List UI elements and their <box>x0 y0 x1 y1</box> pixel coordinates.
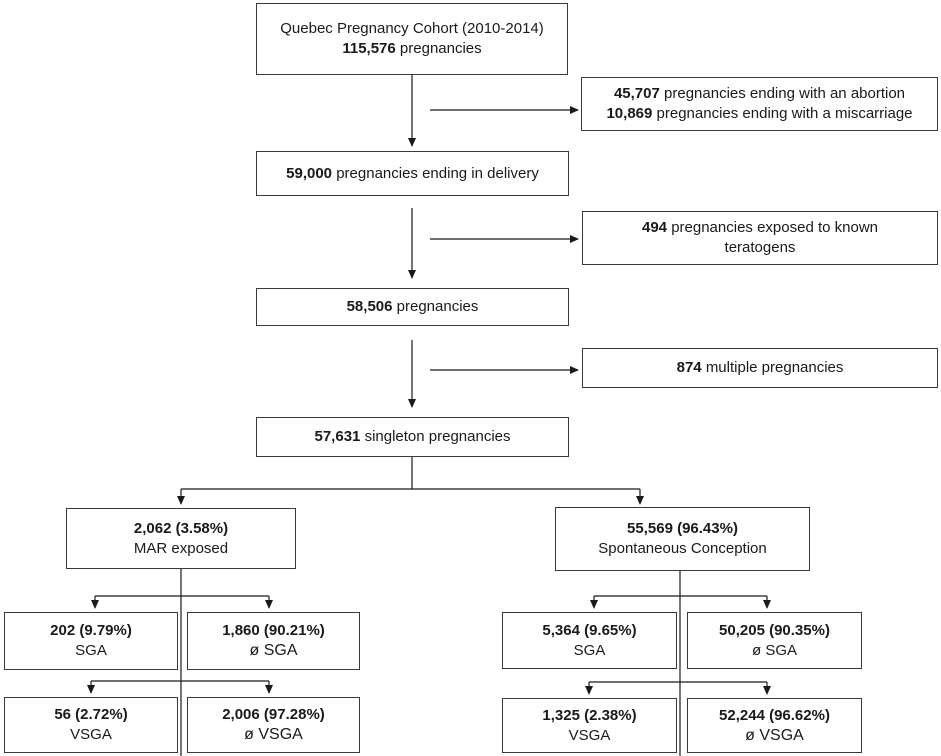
cohort-title: Quebec Pregnancy Cohort (2010-2014) <box>280 20 544 37</box>
mar-exposed-box: 2,062 (3.58%) MAR exposed <box>66 508 296 569</box>
mar-count: 2,062 (3.58%) <box>133 519 229 537</box>
spont-label: Spontaneous Conception <box>598 540 767 557</box>
sp-nosga-count: 50,205 (90.35%) <box>719 621 830 639</box>
mar-sga-count: 202 (9.79%) <box>50 622 132 639</box>
spont-no-sga-box: 50,205 (90.35%) ø SGA <box>687 612 862 669</box>
cohort-box: Quebec Pregnancy Cohort (2010-2014) 115,… <box>256 3 568 75</box>
miscarriage-text: pregnancies ending with a miscarriage <box>656 105 913 122</box>
spont-sga-box: 5,364 (9.65%) SGA <box>502 612 677 669</box>
after-teratogens-count: 58,506 <box>346 298 393 315</box>
mar-nosga-count: 1,860 (90.21%) <box>222 622 325 639</box>
singleton-box: 57,631 singleton pregnancies <box>256 417 569 457</box>
teratogens-text-2: teratogens <box>724 239 796 256</box>
after-teratogens-box: 58,506 pregnancies <box>256 288 569 326</box>
exclusion-multiple-box: 874 multiple pregnancies <box>582 348 938 388</box>
after-teratogens-text: pregnancies <box>396 298 479 315</box>
sp-sga-label: SGA <box>573 641 606 659</box>
sp-novsga-label: ø VSGA <box>745 726 804 744</box>
cohort-count: 115,576 <box>342 40 396 57</box>
mar-novsga-count: 2,006 (97.28%) <box>222 706 325 723</box>
delivery-text: pregnancies ending in delivery <box>336 164 539 182</box>
sp-vsga-count: 1,325 (2.38%) <box>542 706 637 724</box>
spont-count: 55,569 (96.43%) <box>627 520 738 537</box>
delivery-count: 59,000 <box>286 164 333 182</box>
mar-vsga-label: VSGA <box>70 726 112 743</box>
exclusion-abortion-miscarriage-box: 45,707 pregnancies ending with an aborti… <box>581 77 938 131</box>
cohort-suffix: pregnancies <box>399 40 482 57</box>
spontaneous-conception-box: 55,569 (96.43%) Spontaneous Conception <box>555 507 810 571</box>
sp-novsga-count: 52,244 (96.62%) <box>719 706 830 724</box>
mar-nosga-label: ø SGA <box>249 642 298 659</box>
mar-vsga-count: 56 (2.72%) <box>54 706 128 723</box>
delivery-box: 59,000 pregnancies ending in delivery <box>256 151 569 196</box>
singleton-count: 57,631 <box>314 428 361 445</box>
mar-no-sga-box: 1,860 (90.21%) ø SGA <box>187 612 360 670</box>
mar-sga-box: 202 (9.79%) SGA <box>4 612 178 670</box>
mar-label: MAR exposed <box>133 539 229 557</box>
multiple-count: 874 <box>676 359 702 376</box>
mar-novsga-label: ø VSGA <box>244 726 303 743</box>
spont-no-vsga-box: 52,244 (96.62%) ø VSGA <box>687 698 862 753</box>
mar-no-vsga-box: 2,006 (97.28%) ø VSGA <box>187 697 360 753</box>
sp-vsga-label: VSGA <box>568 726 611 744</box>
abortion-count: 45,707 <box>613 85 660 102</box>
teratogens-count: 494 <box>641 219 668 236</box>
multiple-text: multiple pregnancies <box>705 359 844 376</box>
exclusion-teratogens-box: 494 pregnancies exposed to known teratog… <box>582 211 938 265</box>
teratogens-text-1: pregnancies exposed to known <box>671 219 878 236</box>
miscarriage-count: 10,869 <box>606 105 653 122</box>
spont-vsga-box: 1,325 (2.38%) VSGA <box>502 698 677 753</box>
sp-sga-count: 5,364 (9.65%) <box>542 621 637 639</box>
singleton-text: singleton pregnancies <box>364 428 511 445</box>
sp-nosga-label: ø SGA <box>751 641 797 659</box>
mar-vsga-box: 56 (2.72%) VSGA <box>4 697 178 753</box>
abortion-text: pregnancies ending with an abortion <box>664 85 906 102</box>
mar-sga-label: SGA <box>75 642 107 659</box>
